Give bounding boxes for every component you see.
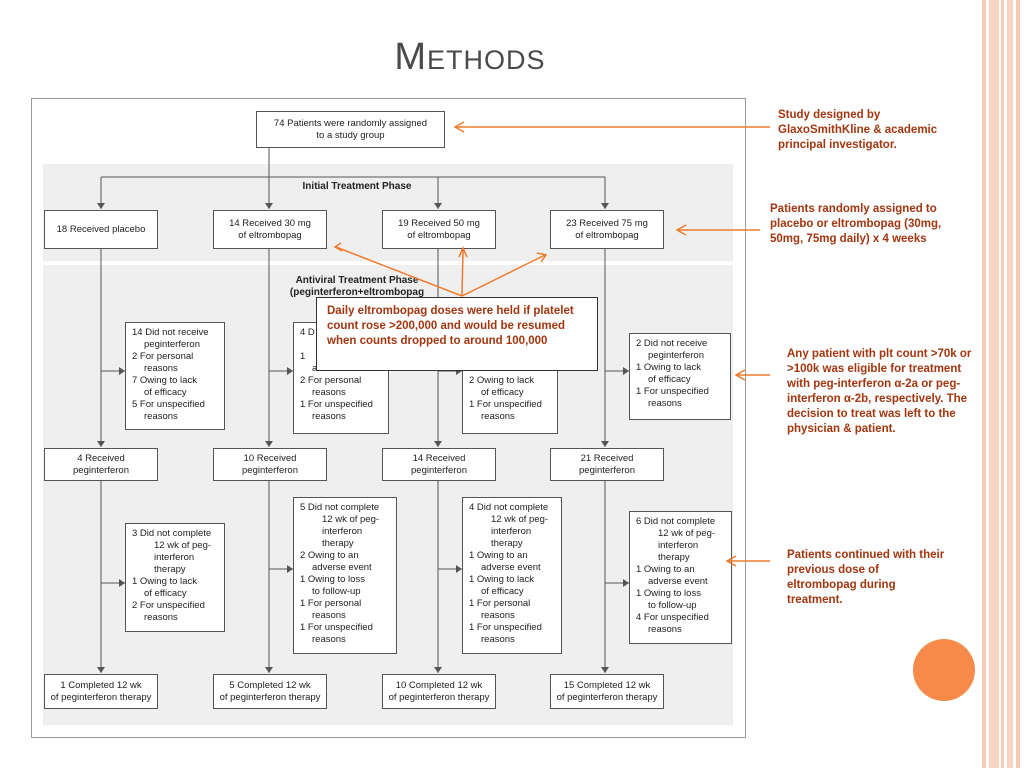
study-design-callout: Study designed by GlaxoSmithKline & acad…: [778, 109, 938, 151]
decorative-circle: [913, 639, 975, 701]
consort-flowchart: Initial Treatment Phase Antiviral Treatm…: [31, 98, 746, 738]
phase-label-antiviral: Antiviral Treatment Phase (peginterferon…: [289, 275, 425, 298]
exclusion-box: 14 Did not receive peginterferon 2 For p…: [125, 322, 225, 430]
eligibility-callout: Any patient with plt count >70k or >100k…: [787, 348, 972, 435]
not-completed-box: 5 Did not complete 12 wk of peg- interfe…: [293, 497, 397, 654]
not-completed-box: 4 Did not complete 12 wk of peg- interfe…: [462, 497, 562, 654]
not-completed-box: 3 Did not complete 12 wk of peg- interfe…: [125, 523, 225, 632]
flowchart-connectors: [97, 147, 629, 673]
arm-received-box: 18 Received placebo: [44, 210, 158, 249]
decorative-stripe: [1001, 0, 1004, 768]
phase-label-initial: Initial Treatment Phase: [302, 181, 412, 192]
dose-hold-callout: Daily eltrombopag doses were held if pla…: [316, 297, 598, 371]
decorative-stripe: [982, 0, 986, 768]
decorative-stripe: [1016, 0, 1020, 768]
exclusion-box: 2 Did not receive peginterferon 1 Owing …: [629, 333, 731, 420]
slide-title: Methods: [394, 36, 546, 78]
randomized-patients-box: 74 Patients were randomly assigned to a …: [256, 111, 445, 148]
decorative-stripe: [989, 0, 999, 768]
continued-dose-callout: Patients continued with their previous d…: [787, 549, 945, 606]
randomization-callout: Patients randomly assigned to placebo or…: [770, 203, 942, 245]
decorative-stripe: [1007, 0, 1013, 768]
not-completed-box: 6 Did not complete 12 wk of peg- interfe…: [629, 511, 732, 644]
